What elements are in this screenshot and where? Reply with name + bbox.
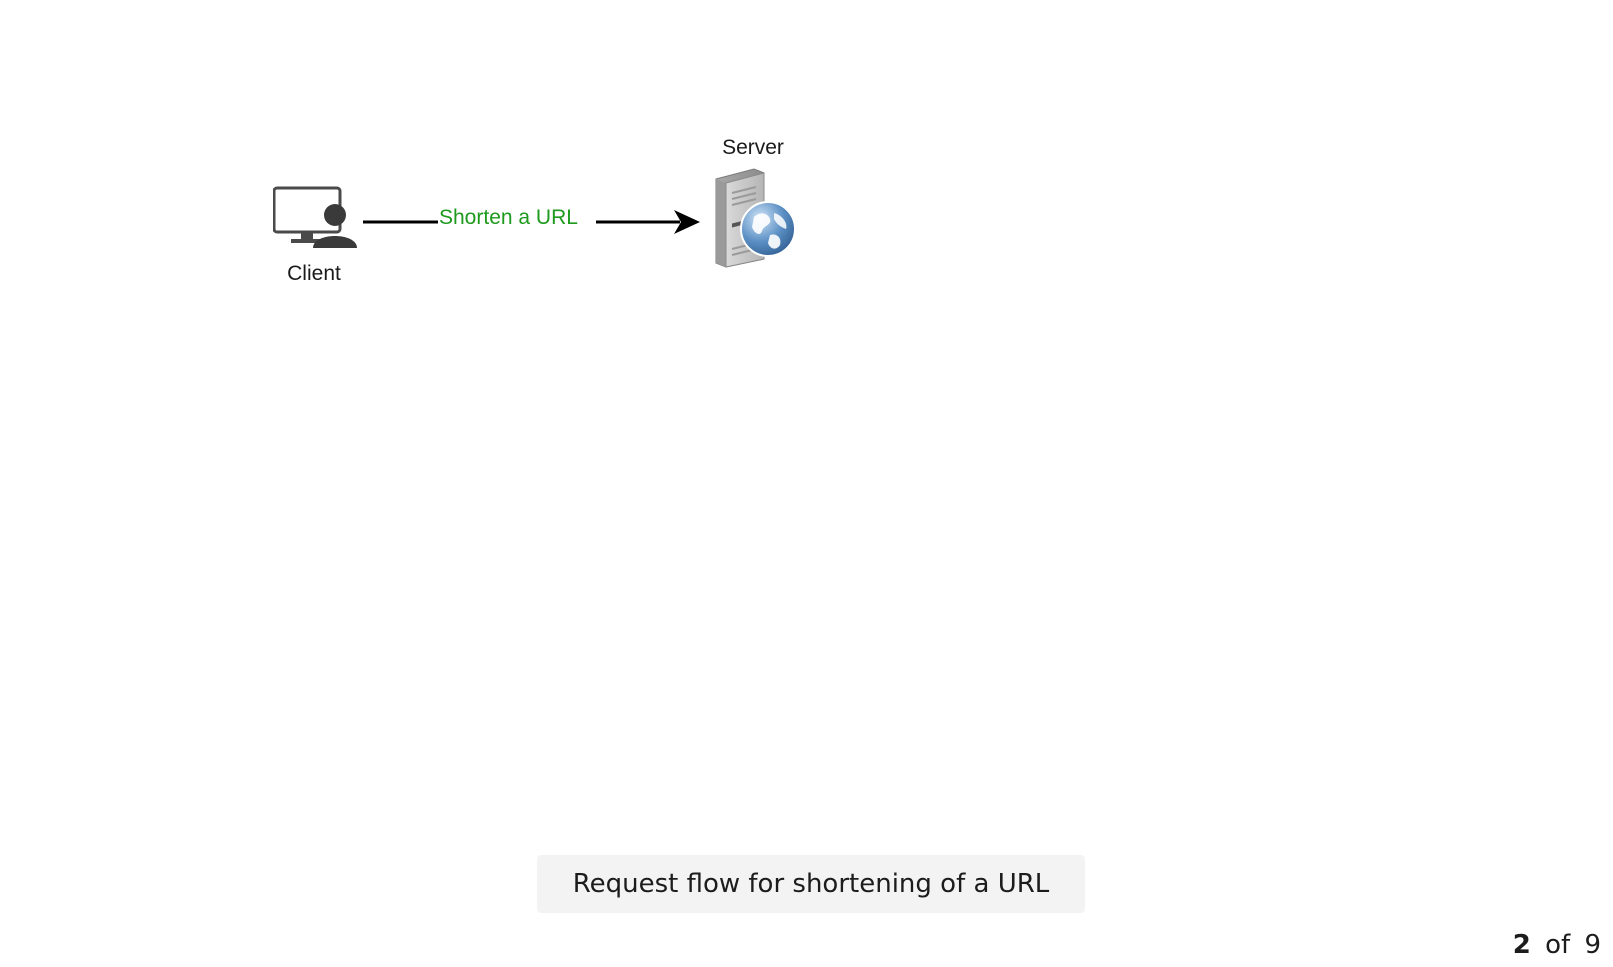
pager-separator: of <box>1545 930 1571 960</box>
client-computer-user-icon <box>272 186 359 248</box>
request-arrow <box>363 210 700 234</box>
pager-current: 2 <box>1512 930 1531 960</box>
pager-total: 9 <box>1584 930 1601 960</box>
edge-label-shorten-url: Shorten a URL <box>438 206 579 230</box>
request-flow-diagram: Client <box>272 136 798 285</box>
slide-pager: 2 of 9 <box>1513 930 1601 960</box>
client-label: Client <box>287 262 341 285</box>
web-server-globe-icon <box>710 167 798 269</box>
slide-caption: Request flow for shortening of a URL <box>537 855 1085 913</box>
server-label: Server <box>722 136 784 159</box>
arrowhead <box>674 210 700 234</box>
